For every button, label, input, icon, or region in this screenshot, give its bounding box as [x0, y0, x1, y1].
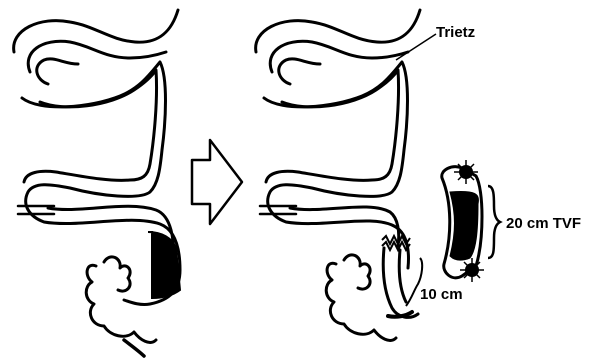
tvf-black-body: [450, 192, 478, 261]
right-bowel-inner: [266, 70, 399, 182]
right-colon: [326, 263, 396, 340]
tvf-brace: [488, 186, 500, 258]
right-appendix: [388, 312, 412, 317]
left-appendix: [124, 340, 144, 356]
tvf-segment: [442, 160, 484, 282]
tvf-length-label: 20 cm TVF: [506, 216, 581, 231]
trietz-label: Trietz: [436, 25, 475, 40]
left-stomach-inner: [28, 41, 166, 72]
right-stomach-inner: [270, 41, 408, 72]
left-colon-2: [104, 257, 130, 291]
right-panel: [256, 10, 420, 340]
left-panel: [14, 10, 180, 356]
left-bowel-inner: [24, 70, 157, 182]
left-duodenum-curve: [37, 59, 78, 84]
transition-arrow-icon: [192, 140, 242, 224]
right-duodenum-curve: [279, 59, 320, 84]
right-distal-ileum-2: [399, 250, 406, 302]
distance-label: 10 cm: [420, 287, 463, 302]
right-colon-2: [344, 255, 370, 289]
